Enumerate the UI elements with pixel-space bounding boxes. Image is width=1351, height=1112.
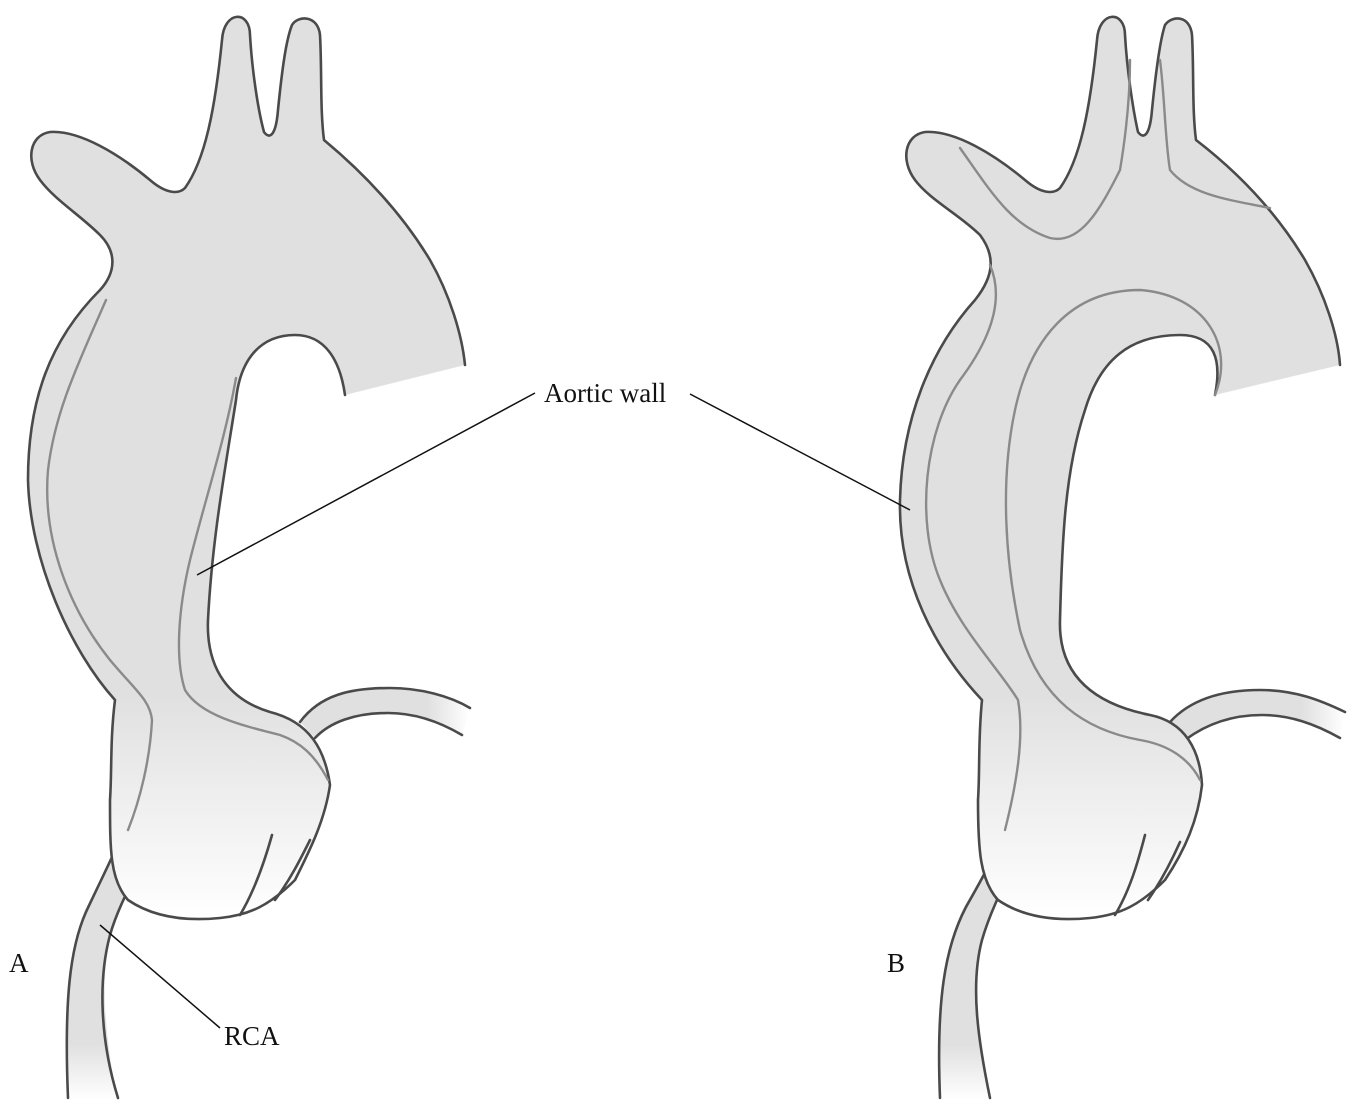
panel-a-aorta-body [28, 17, 465, 919]
aortic-wall-leader-right [690, 394, 910, 510]
panel-b-label: B [887, 948, 905, 978]
panel-a-aorta [28, 17, 470, 1100]
aortic-wall-leader-left [197, 393, 535, 575]
rca-leader [100, 925, 220, 1028]
panel-b-aorta-body [900, 17, 1340, 919]
aortic-wall-label: Aortic wall [544, 378, 666, 408]
panel-b-aorta [900, 17, 1345, 1100]
rca-label: RCA [224, 1021, 280, 1051]
panel-a-label: A [9, 948, 29, 978]
